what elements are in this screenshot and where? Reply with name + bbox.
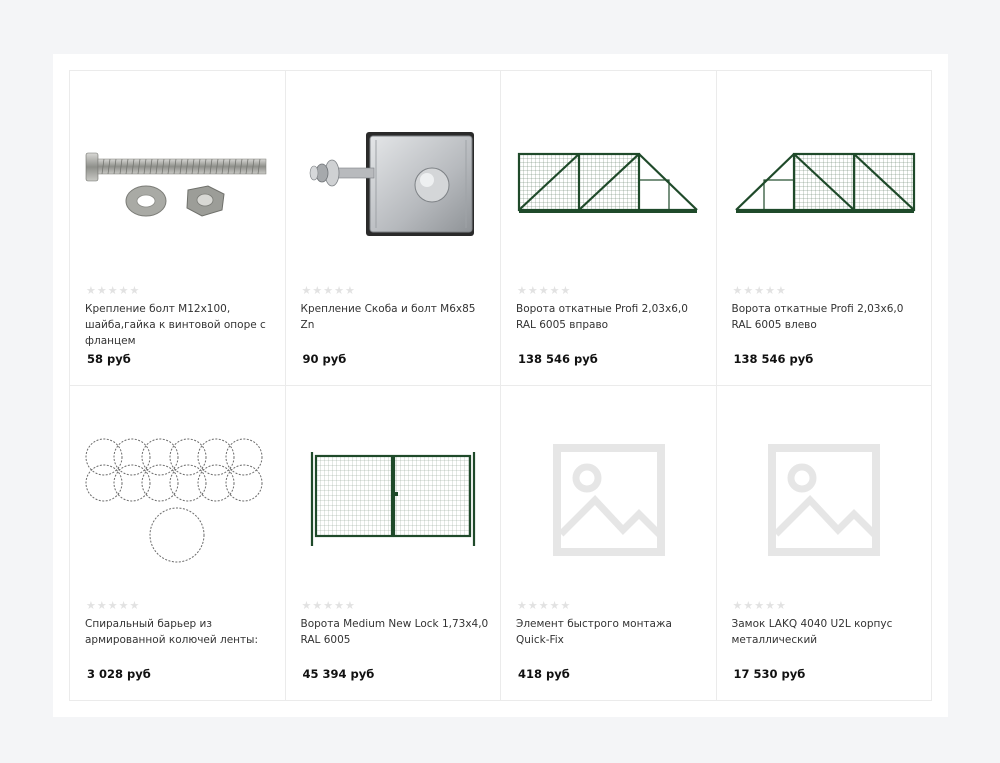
star-icon[interactable]: ★: [334, 284, 344, 297]
star-icon[interactable]: ★: [527, 599, 538, 612]
product-image-bracket[interactable]: [300, 115, 487, 255]
star-icon[interactable]: ★: [527, 284, 538, 297]
product-image-bolt[interactable]: [84, 115, 271, 255]
product-price: 45 394 руб: [302, 667, 375, 681]
star-icon[interactable]: ★: [743, 284, 754, 297]
star-icon[interactable]: ★: [560, 284, 571, 297]
product-image-swing-gate[interactable]: [300, 430, 487, 570]
product-card[interactable]: ★★★★★ Спиральный барьер из армированной …: [70, 386, 286, 701]
rating-stars[interactable]: ★★★★★: [517, 600, 570, 611]
product-image-gate-left[interactable]: [731, 115, 918, 255]
star-icon[interactable]: ★: [312, 284, 323, 297]
star-icon[interactable]: ★: [96, 284, 107, 297]
rating-stars[interactable]: ★★★★★: [302, 285, 355, 296]
razor-wire-barrier-photo: [85, 438, 263, 563]
star-icon[interactable]: ★: [732, 599, 743, 612]
product-grid: ★★★★★ Крепление болт М12х100, шайба,гайк…: [69, 70, 932, 701]
product-title[interactable]: Крепление болт М12х100, шайба,гайка к ви…: [85, 303, 266, 347]
star-icon[interactable]: ★: [129, 284, 140, 297]
product-title[interactable]: Спиральный барьер из армированной колюче…: [85, 618, 258, 646]
star-icon[interactable]: ★: [301, 599, 312, 612]
product-price: 3 028 руб: [87, 667, 151, 681]
star-icon[interactable]: ★: [301, 284, 312, 297]
rating-stars[interactable]: ★★★★★: [302, 600, 355, 611]
product-card[interactable]: ★★★★★ Ворота откатные Profi 2,03х6,0 RAL…: [716, 71, 932, 386]
star-icon[interactable]: ★: [549, 599, 560, 612]
star-icon[interactable]: ★: [549, 284, 560, 297]
star-icon[interactable]: ★: [765, 599, 775, 612]
star-icon[interactable]: ★: [345, 284, 355, 297]
image-placeholder-icon: [552, 444, 665, 556]
image-placeholder-icon: [768, 444, 880, 556]
product-image-placeholder[interactable]: [515, 430, 702, 570]
product-title[interactable]: Крепление Скоба и болт М6х85 Zn: [300, 303, 476, 331]
star-icon[interactable]: ★: [743, 599, 754, 612]
star-icon[interactable]: ★: [86, 599, 96, 612]
rating-stars[interactable]: ★★★★★: [733, 600, 786, 611]
star-icon[interactable]: ★: [107, 599, 118, 612]
star-icon[interactable]: ★: [118, 599, 129, 612]
star-icon[interactable]: ★: [129, 599, 140, 612]
star-icon[interactable]: ★: [107, 284, 118, 297]
catalog-panel: ★★★★★ Крепление болт М12х100, шайба,гайк…: [53, 54, 948, 717]
product-title[interactable]: Элемент быстрого монтажа Quick-Fix: [516, 618, 672, 646]
star-icon[interactable]: ★: [517, 284, 527, 297]
star-icon[interactable]: ★: [323, 599, 334, 612]
bolt-washer-nut-photo: [85, 152, 267, 217]
product-image-gate-right[interactable]: [515, 115, 702, 255]
star-icon[interactable]: ★: [334, 599, 344, 612]
product-card[interactable]: ★★★★★ Замок LAKQ 4040 U2L корпус металли…: [716, 386, 932, 701]
swing-gate-photo: [310, 452, 476, 546]
star-icon[interactable]: ★: [538, 599, 549, 612]
product-title[interactable]: Ворота откатные Profi 2,03х6,0 RAL 6005 …: [731, 303, 904, 331]
rating-stars[interactable]: ★★★★★: [86, 600, 139, 611]
product-title[interactable]: Ворота Medium New Lock 1,73х4,0 RAL 6005: [300, 618, 489, 646]
bracket-bolt-photo: [309, 132, 474, 236]
star-icon[interactable]: ★: [323, 284, 334, 297]
star-icon[interactable]: ★: [776, 284, 786, 297]
product-price: 138 546 руб: [733, 352, 814, 366]
rating-stars[interactable]: ★★★★★: [86, 285, 139, 296]
star-icon[interactable]: ★: [517, 599, 527, 612]
star-icon[interactable]: ★: [538, 284, 549, 297]
star-icon[interactable]: ★: [765, 284, 775, 297]
product-card[interactable]: ★★★★★ Ворота откатные Profi 2,03х6,0 RAL…: [501, 71, 717, 386]
star-icon[interactable]: ★: [345, 599, 355, 612]
star-icon[interactable]: ★: [560, 599, 571, 612]
product-price: 90 руб: [302, 352, 347, 366]
star-icon[interactable]: ★: [754, 599, 765, 612]
product-title[interactable]: Ворота откатные Profi 2,03х6,0 RAL 6005 …: [516, 303, 688, 331]
product-card[interactable]: ★★★★★ Элемент быстрого монтажа Quick-Fix…: [501, 386, 717, 701]
sliding-gate-left-photo: [734, 152, 915, 213]
sliding-gate-right-photo: [517, 152, 698, 213]
product-price: 17 530 руб: [733, 667, 806, 681]
product-title[interactable]: Замок LAKQ 4040 U2L корпус металлический: [731, 618, 893, 646]
product-price: 138 546 руб: [518, 352, 598, 366]
star-icon[interactable]: ★: [86, 284, 96, 297]
star-icon[interactable]: ★: [312, 599, 323, 612]
product-price: 418 руб: [518, 667, 570, 681]
product-card[interactable]: ★★★★★ Крепление болт М12х100, шайба,гайк…: [70, 71, 286, 386]
rating-stars[interactable]: ★★★★★: [733, 285, 786, 296]
product-card[interactable]: ★★★★★ Ворота Medium New Lock 1,73х4,0 RA…: [285, 386, 501, 701]
rating-stars[interactable]: ★★★★★: [517, 285, 570, 296]
star-icon[interactable]: ★: [96, 599, 107, 612]
product-image-placeholder[interactable]: [731, 430, 918, 570]
star-icon[interactable]: ★: [776, 599, 786, 612]
star-icon[interactable]: ★: [754, 284, 765, 297]
star-icon[interactable]: ★: [118, 284, 129, 297]
product-card[interactable]: ★★★★★ Крепление Скоба и болт М6х85 Zn 90…: [285, 71, 501, 386]
star-icon[interactable]: ★: [732, 284, 743, 297]
product-image-razor-wire[interactable]: [84, 430, 271, 570]
product-price: 58 руб: [87, 352, 131, 366]
